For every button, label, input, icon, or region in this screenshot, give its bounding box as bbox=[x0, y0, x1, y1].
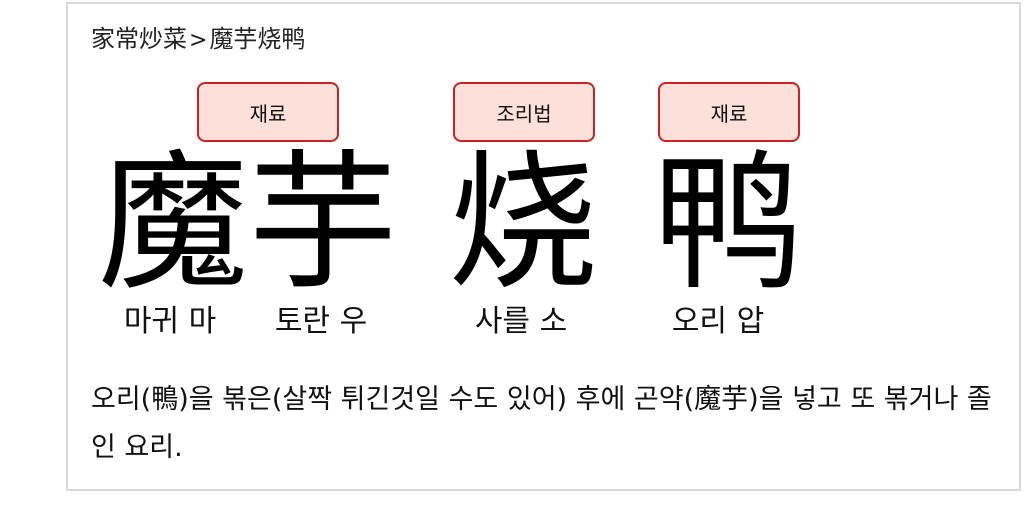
tag-ingredient-2[interactable]: 재료 bbox=[658, 82, 800, 142]
reading-ya: 오리 압 bbox=[671, 304, 765, 339]
character-mo: 魔 bbox=[98, 137, 249, 311]
tag-cooking-method[interactable]: 조리법 bbox=[453, 82, 595, 142]
reading-yu: 토란 우 bbox=[274, 304, 368, 339]
character-ya: 鸭 bbox=[653, 137, 804, 311]
reading-mo: 마귀 마 bbox=[123, 304, 217, 339]
breadcrumb-separator: > bbox=[189, 28, 208, 53]
tag-ingredient-1[interactable]: 재료 bbox=[197, 82, 339, 142]
dish-description: 오리(鴨)을 볶은(살짝 튀긴것일 수도 있어) 후에 곤약(魔芋)을 넣고 또… bbox=[91, 384, 992, 463]
character-shao: 烧 bbox=[448, 137, 599, 311]
reading-shao: 사를 소 bbox=[474, 304, 568, 339]
character-yu: 芋 bbox=[248, 137, 399, 311]
breadcrumb: 家常炒菜>魔芋烧鸭 bbox=[91, 22, 305, 58]
breadcrumb-category[interactable]: 家常炒菜 bbox=[91, 25, 187, 53]
dish-card: 家常炒菜>魔芋烧鸭 재료 조리법 재료 魔 芋 烧 鸭 마귀 마 토란 우 사를… bbox=[66, 2, 1021, 491]
breadcrumb-current: 魔芋烧鸭 bbox=[209, 25, 306, 53]
